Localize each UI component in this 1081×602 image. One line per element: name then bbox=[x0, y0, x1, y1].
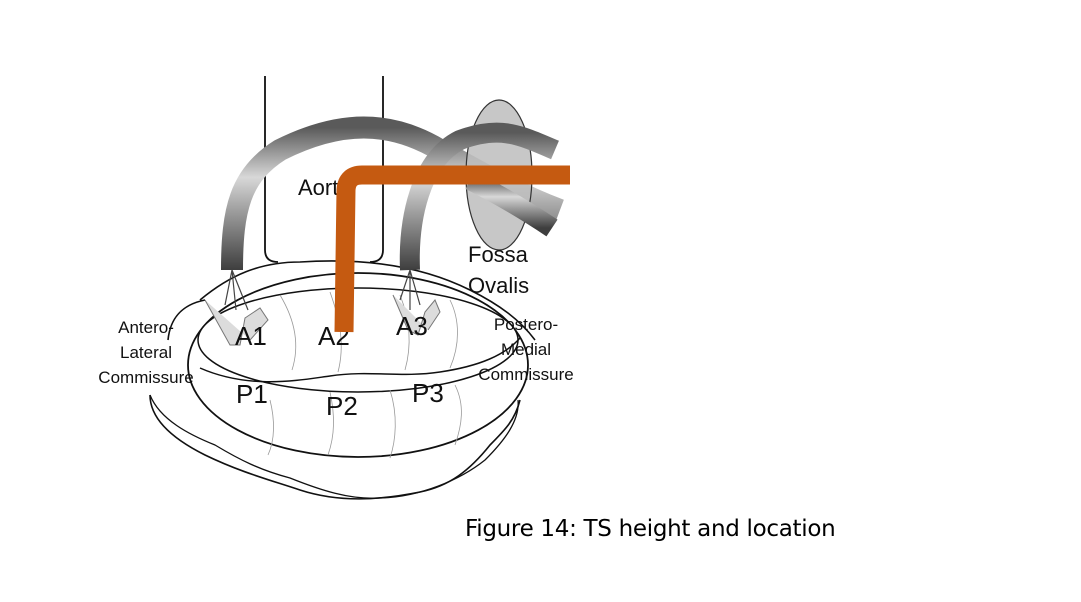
segment-p2: P2 bbox=[326, 391, 358, 421]
segment-p3: P3 bbox=[412, 378, 444, 408]
aorta-outline bbox=[264, 76, 384, 263]
postero-medial-commissure-label: Postero- Medial Commissure bbox=[478, 315, 573, 384]
coaptation-line bbox=[199, 337, 521, 383]
annulus-tissue-outline bbox=[149, 260, 536, 500]
svg-text:Ovalis: Ovalis bbox=[468, 273, 529, 298]
catheter-right bbox=[399, 122, 559, 271]
leaflet-texture bbox=[267, 291, 462, 459]
svg-text:Medial: Medial bbox=[501, 340, 551, 359]
clip-a1 bbox=[204, 269, 269, 346]
catheter-right-lower bbox=[465, 171, 558, 237]
clip-a3 bbox=[392, 269, 441, 336]
ts-height-path bbox=[334, 165, 570, 333]
segment-a3: A3 bbox=[396, 311, 428, 341]
svg-text:Antero-: Antero- bbox=[118, 318, 174, 337]
figure-caption: Figure 14: TS height and location bbox=[465, 516, 836, 542]
svg-text:Commissure: Commissure bbox=[98, 368, 193, 387]
svg-text:Fossa: Fossa bbox=[468, 242, 529, 267]
svg-text:Commissure: Commissure bbox=[478, 365, 573, 384]
fossa-ovalis-label: Fossa Ovalis bbox=[468, 242, 529, 298]
antero-lateral-commissure-label: Antero- Lateral Commissure bbox=[98, 318, 193, 387]
svg-text:Postero-: Postero- bbox=[494, 315, 558, 334]
svg-text:Lateral: Lateral bbox=[120, 343, 172, 362]
segment-a1: A1 bbox=[235, 321, 267, 351]
annulus-wavy-edge bbox=[149, 394, 519, 499]
segment-p1: P1 bbox=[236, 379, 268, 409]
